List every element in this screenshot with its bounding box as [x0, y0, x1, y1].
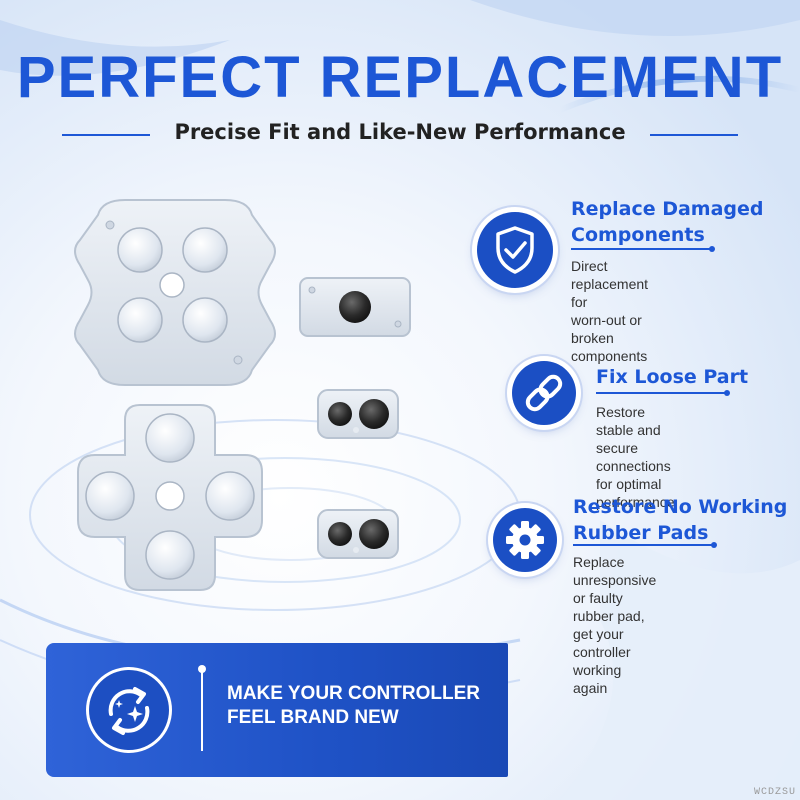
subtitle-left-line	[62, 134, 150, 136]
watermark: WCDZSU	[753, 787, 796, 798]
feature-title: Restore No Working Rubber Pads	[573, 496, 788, 544]
shield-check-icon	[496, 226, 534, 274]
banner-text: MAKE YOUR CONTROLLER FEEL BRAND NEW	[227, 683, 480, 728]
refresh-sparkle-icon	[108, 687, 150, 735]
subtitle-row: Precise Fit and Like-New Performance	[0, 120, 800, 150]
feature-title: Fix Loose Part	[596, 366, 749, 388]
cross-rubber-pad-bottom	[77, 404, 263, 591]
banner-icon-badge	[89, 670, 169, 750]
feature-badge	[477, 212, 553, 288]
double-button-pad-top	[317, 389, 399, 439]
feature-underline	[596, 392, 726, 394]
feature-description: Replace unresponsive or faulty rubber pa…	[573, 554, 657, 696]
feature-badge	[493, 508, 557, 572]
chain-link-icon	[525, 374, 563, 412]
headline: PERFECT REPLACEMENT	[16, 45, 784, 110]
feature-underline	[573, 544, 713, 546]
feature-badge	[512, 361, 576, 425]
feature-underline-dot	[724, 390, 730, 396]
feature-description: Direct replacement for worn-out or broke…	[571, 258, 649, 364]
subtitle-right-line	[650, 134, 738, 136]
banner-divider	[201, 669, 203, 751]
feature-underline-dot	[711, 542, 717, 548]
bottom-banner: MAKE YOUR CONTROLLER FEEL BRAND NEW	[46, 643, 508, 777]
subtitle: Precise Fit and Like-New Performance	[174, 120, 626, 144]
double-button-pad-bottom	[317, 509, 399, 559]
single-button-pad	[299, 277, 411, 337]
feature-underline-dot	[709, 246, 715, 252]
feature-title: Replace Damaged Components	[571, 198, 764, 246]
gear-icon	[506, 521, 544, 559]
cross-rubber-pad-top	[74, 199, 276, 386]
feature-underline	[571, 248, 711, 250]
feature-description: Restore stable and secure connections fo…	[596, 404, 675, 510]
